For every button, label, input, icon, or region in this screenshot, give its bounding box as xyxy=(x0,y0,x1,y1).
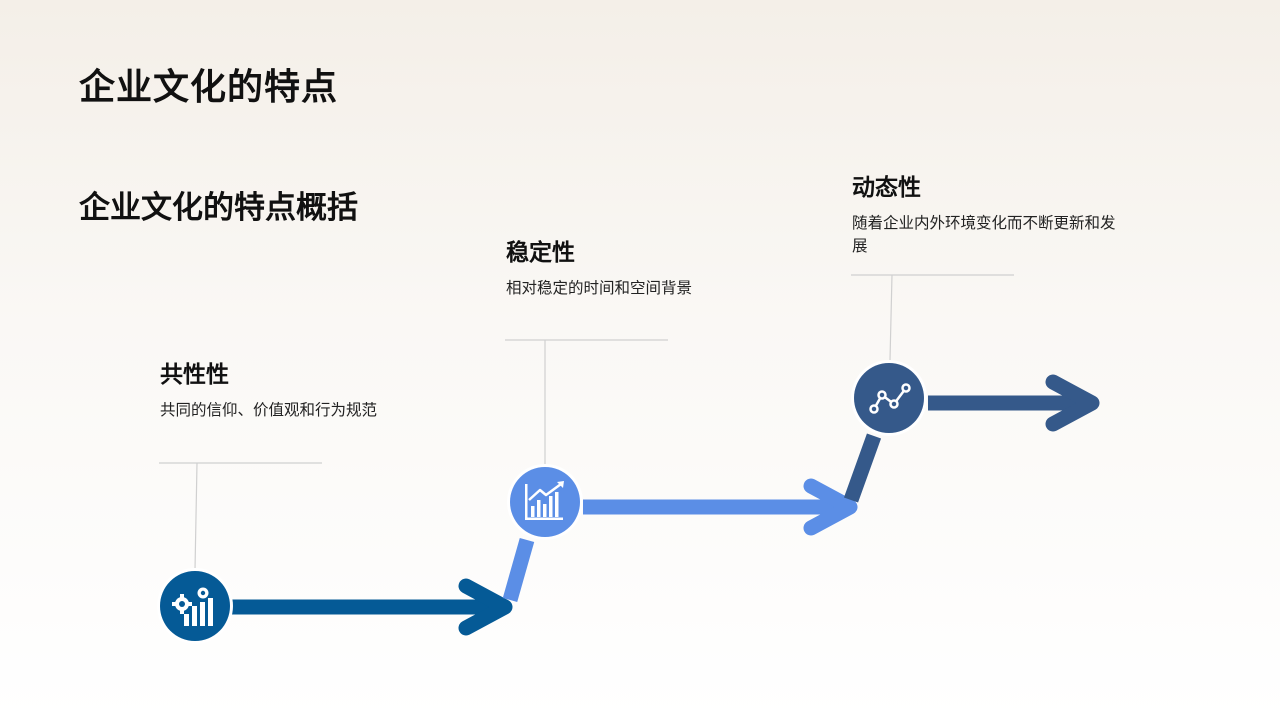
section-subtitle: 企业文化的特点概括 xyxy=(79,190,358,226)
line-graph-icon xyxy=(869,383,911,414)
step-card-1: 共性性 共同的信仰、价值观和行为规范 xyxy=(160,355,420,422)
step-title: 共性性 xyxy=(160,362,229,388)
step-card-3: 动态性 随着企业内外环境变化而不断更新和发展 xyxy=(852,168,1122,258)
step-card-2: 稳定性 相对稳定的时间和空间背景 xyxy=(506,233,766,300)
leader-line-3-vertical xyxy=(889,274,893,361)
page-title: 企业文化的特点 xyxy=(79,67,339,108)
rising-bar-chart-icon xyxy=(525,481,564,520)
flow-arrow-3 xyxy=(843,374,1100,503)
step-node-2 xyxy=(507,464,583,540)
step-node-1 xyxy=(157,568,233,644)
step-node-3 xyxy=(851,360,927,436)
flow-arrow-1 xyxy=(232,578,513,636)
step-title: 稳定性 xyxy=(506,240,575,266)
leader-lines xyxy=(159,274,1014,571)
step-description: 相对稳定的时间和空间背景 xyxy=(506,279,693,297)
step-title: 动态性 xyxy=(852,175,921,201)
leader-line-1-vertical xyxy=(194,462,198,571)
flow-arrow-2 xyxy=(502,478,858,603)
step-description: 共同的信仰、价值观和行为规范 xyxy=(160,401,378,419)
gears-bar-chart-icon xyxy=(172,587,213,626)
step-description: 随着企业内外环境变化而不断更新和发展 xyxy=(852,214,1116,255)
